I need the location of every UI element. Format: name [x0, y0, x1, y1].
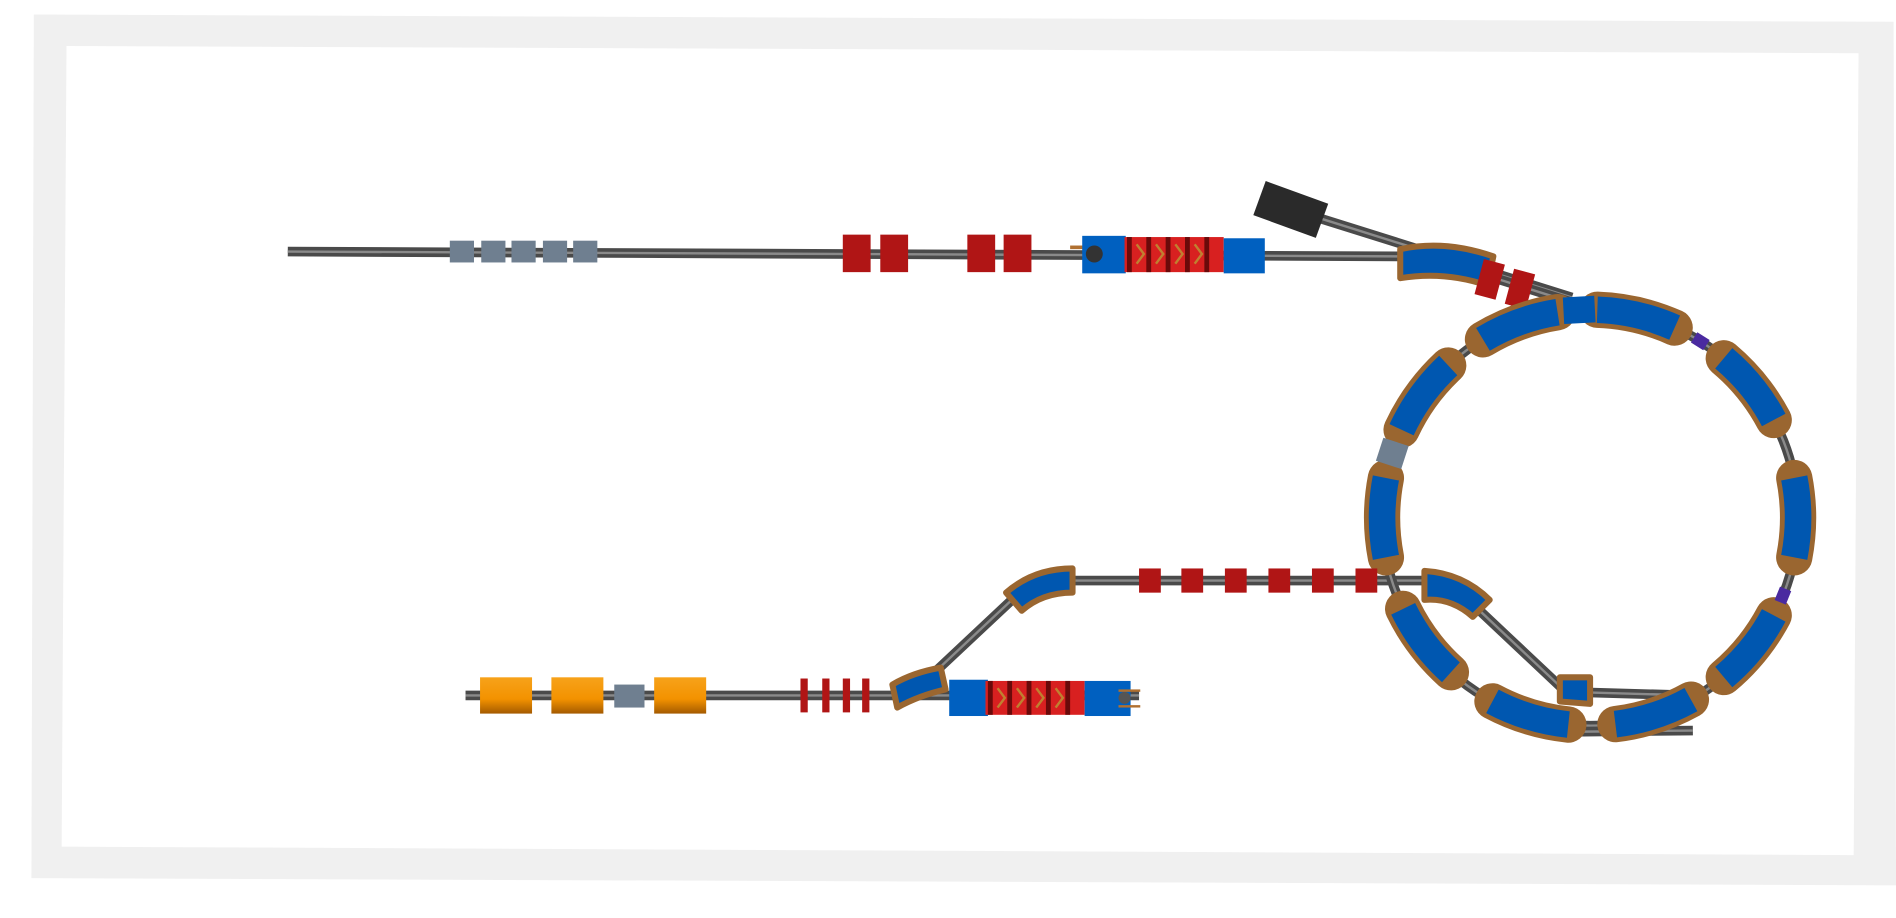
- extraction-quadrupole-4: [1268, 568, 1291, 593]
- ring-dipole-9: [1368, 475, 1400, 560]
- chord-dipole-1: [1421, 567, 1493, 620]
- thin-quadrupole-4: [862, 678, 870, 713]
- undulator-top-chevron-4: [1193, 243, 1204, 265]
- gray-element-4: [542, 240, 568, 263]
- ring-dipole-8: [1391, 602, 1461, 683]
- undulator-bottom-port: [1118, 691, 1131, 704]
- quadrupole-2: [880, 234, 909, 273]
- quadrupole-3: [967, 234, 996, 273]
- undulator-top-chevron-2: [1155, 243, 1165, 265]
- undulator-bottom-chevron-3: [1035, 687, 1046, 709]
- beamline-elements: [449, 181, 1817, 743]
- undulator-bottom-rod-2: [1118, 705, 1141, 708]
- thin-quadrupole-1: [800, 678, 808, 713]
- ring-kicker: [1562, 295, 1596, 325]
- undulator-bottom-blue-left: [949, 679, 988, 717]
- undulator-top-divider-3: [1165, 237, 1171, 273]
- undulator-bottom-rod-1: [1118, 689, 1141, 692]
- ring-dipole-5: [1714, 608, 1786, 688]
- ring-dipole-3: [1714, 348, 1786, 427]
- ring-dipole-6: [1613, 687, 1698, 738]
- orange-element-3: [654, 677, 707, 714]
- gray-element-bottom: [614, 684, 645, 708]
- extraction-quadrupole-1: [1139, 568, 1161, 593]
- ring-dipole-1: [1476, 299, 1560, 351]
- undulator-top-divider-5: [1204, 237, 1210, 273]
- gray-element-1: [449, 240, 474, 263]
- beam-dump: [1253, 181, 1329, 238]
- undulator-bottom-divider-4: [1045, 680, 1051, 715]
- ring-dipole-4: [1781, 475, 1812, 560]
- undulator-top-port: [1085, 245, 1103, 263]
- undulator-top-rod: [1070, 245, 1088, 250]
- undulator-bottom-divider-5: [1065, 680, 1071, 715]
- gray-element-3: [511, 240, 536, 263]
- undulator-bottom-divider-2: [1007, 680, 1013, 715]
- orange-element-2: [551, 677, 604, 714]
- transfer-quadrupole-1: [1474, 259, 1505, 300]
- thin-quadrupole-3: [842, 678, 851, 713]
- extraction-quadrupole-2: [1181, 568, 1204, 593]
- undulator-top-chevron-3: [1174, 243, 1185, 265]
- undulator-top-divider-1: [1126, 237, 1132, 273]
- extraction-quadrupole-3: [1224, 568, 1247, 593]
- gray-element-2: [481, 240, 506, 263]
- ring-dipole-10: [1389, 355, 1458, 436]
- quadrupole-4: [1003, 234, 1032, 273]
- gray-element-5: [573, 240, 598, 263]
- chord-dipole-2: [1556, 674, 1594, 707]
- undulator-top-blue-right: [1223, 238, 1265, 274]
- orange-element-1: [480, 677, 533, 714]
- extraction-quadrupole-6: [1355, 568, 1378, 593]
- undulator-top-divider-4: [1185, 237, 1190, 273]
- undulator-top-chevron-1: [1135, 243, 1146, 265]
- ring-gray-element: [1375, 437, 1409, 469]
- undulator-bottom-chevron-1: [996, 687, 1007, 709]
- thin-quadrupole-2: [822, 678, 830, 713]
- ring-corrector-1: [1690, 332, 1710, 351]
- undulator-bottom-divider-3: [1026, 680, 1032, 715]
- ring-dipole-7: [1486, 689, 1571, 738]
- ring-corrector-2: [1774, 586, 1792, 605]
- extraction-dipole-1: [1003, 565, 1076, 614]
- undulator-bottom-divider-1: [987, 680, 993, 715]
- transfer-quadrupole-2: [1504, 268, 1536, 310]
- undulator-bottom-chevron-2: [1015, 687, 1026, 709]
- undulator-top-divider-2: [1146, 237, 1152, 273]
- undulator-bottom-chevron-4: [1054, 687, 1065, 709]
- ring-dipole-2: [1596, 296, 1681, 340]
- extraction-quadrupole-5: [1311, 568, 1334, 593]
- extraction-dipole-2: [889, 664, 949, 711]
- quadrupole-1: [842, 234, 871, 273]
